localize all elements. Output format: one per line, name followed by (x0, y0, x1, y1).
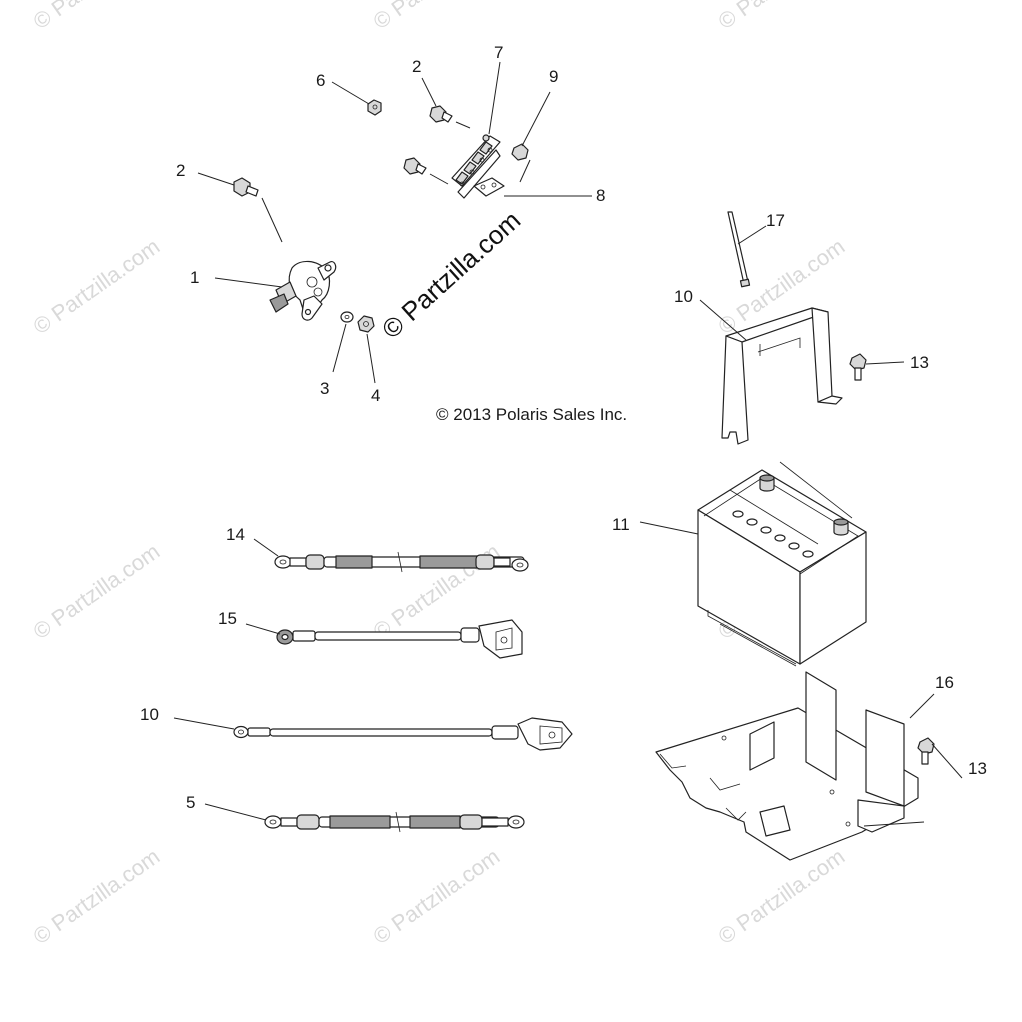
part-1-solenoid[interactable] (269, 260, 337, 321)
callout-2-upper: 2 (412, 57, 421, 76)
part-3-washer[interactable] (340, 311, 354, 323)
part-8-clip[interactable] (473, 177, 505, 197)
callout-8: 8 (596, 186, 605, 205)
part-2-bolt-upper[interactable] (429, 105, 453, 123)
watermark-center: © Partzilla.com (376, 205, 526, 345)
callout-14: 14 (226, 525, 245, 544)
leader-2b-axis (455, 121, 471, 129)
watermark: © Partzilla.com (714, 0, 850, 34)
callout-3: 3 (320, 379, 329, 398)
leader-2b (421, 77, 437, 107)
part-15-cable[interactable] (276, 619, 523, 659)
leader-13a (865, 361, 905, 365)
callout-6: 7 (494, 43, 503, 62)
watermark: © Partzilla.com (29, 234, 165, 340)
leader-5 (204, 803, 267, 821)
leader-9 (521, 91, 551, 147)
watermark: © Partzilla.com (369, 0, 505, 34)
leader-15 (245, 623, 281, 635)
leader-7 (331, 81, 370, 105)
leader-3 (332, 323, 347, 373)
callout-12: 11 (612, 515, 630, 534)
callout-2: 2 (176, 161, 185, 180)
callout-16: 16 (935, 673, 954, 692)
leader-6 (488, 61, 501, 135)
leader-17 (737, 225, 767, 245)
part-11-battery-bracket[interactable] (721, 307, 843, 445)
leader-bolt-lower-axis (429, 173, 449, 185)
part-12-battery[interactable] (697, 461, 867, 667)
callout-13-lower: 13 (968, 759, 987, 778)
watermark: © Partzilla.com (369, 844, 505, 950)
leader-16 (909, 693, 935, 719)
callout-13: 13 (910, 353, 929, 372)
callout-17: 17 (766, 211, 785, 230)
part-10-cable[interactable] (233, 717, 573, 751)
part-14-cable[interactable] (274, 551, 529, 573)
watermark: © Partzilla.com (29, 844, 165, 950)
leader-1 (214, 277, 283, 288)
watermark: © Partzilla.com (29, 539, 165, 645)
callout-4: 4 (371, 386, 380, 405)
leader-2a-axis (261, 197, 283, 243)
part-5-cable[interactable] (264, 811, 525, 833)
leader-9-axis (519, 159, 531, 183)
callout-9: 9 (549, 67, 558, 86)
callout-10: 10 (140, 705, 159, 724)
callout-5: 5 (186, 793, 195, 812)
copyright-text: © 2013 Polaris Sales Inc. (436, 405, 627, 424)
leader-14 (253, 538, 279, 557)
part-6-terminal-block[interactable] (451, 134, 501, 199)
leader-11 (699, 299, 747, 341)
part-16-battery-tray[interactable] (655, 671, 919, 861)
leader-10 (173, 717, 235, 730)
part-2-bolt-lower[interactable] (403, 157, 427, 175)
leader-13b-axis (863, 821, 925, 827)
part-13-bolt-lower[interactable] (917, 737, 935, 765)
part-7-nut[interactable] (367, 99, 382, 116)
callout-1: 1 (190, 268, 199, 287)
part-13-bolt-upper[interactable] (849, 353, 867, 381)
part-2-bolt-left[interactable] (233, 177, 259, 197)
watermark: © Partzilla.com (29, 0, 165, 34)
callout-7: 6 (316, 71, 325, 90)
watermark: © Partzilla.com (714, 844, 850, 950)
callout-11: 10 (674, 287, 693, 306)
leader-2a (197, 172, 235, 186)
part-4-nut[interactable] (357, 315, 375, 333)
leader-13b (931, 743, 963, 779)
leader-12 (639, 521, 699, 535)
part-17-cable-tie[interactable] (727, 211, 751, 288)
part-9-bolt[interactable] (511, 143, 529, 161)
leader-4 (366, 333, 376, 384)
callout-15: 15 (218, 609, 237, 628)
